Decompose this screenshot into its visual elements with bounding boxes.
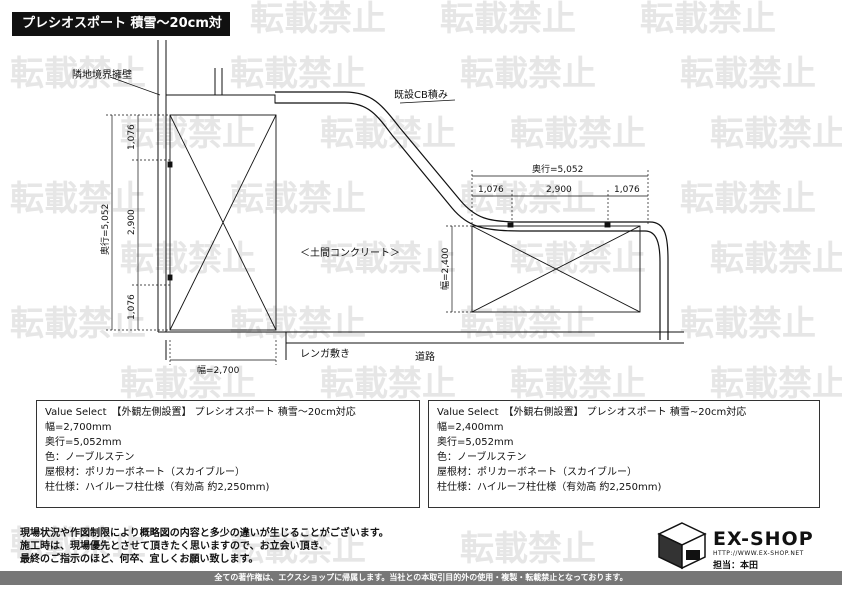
watermark-text: 転載禁止 <box>230 54 366 94</box>
watermark-text: 転載禁止 <box>120 364 256 404</box>
spec-right-line: 屋根材：ポリカーボネート（スカイブルー） <box>437 467 637 478</box>
spec-left-line: 色：ノーブルステン <box>45 452 135 463</box>
leader-boundary <box>109 76 161 96</box>
watermark-text: 転載禁止 <box>320 239 456 279</box>
spec-right-line: 奥行=5,052mm <box>437 437 514 448</box>
label-existing-cb: 既設CB積み <box>394 88 448 101</box>
leader-cb <box>399 99 456 104</box>
watermark-text: 転載禁止 <box>10 524 146 564</box>
label-concrete: ＜土間コンクリート＞ <box>300 246 400 259</box>
watermark-text: 転載禁止 <box>10 304 146 344</box>
right-depth-dim: 奥行=5,052 <box>532 163 583 175</box>
spec-right-line: 色：ノーブルステン <box>437 452 527 463</box>
brand-name: EX-SHOP <box>713 528 814 550</box>
label-brick: レンガ敷き <box>300 347 350 360</box>
road-line <box>165 331 684 360</box>
watermark-text: 転載禁止 <box>710 114 842 154</box>
watermark-text: 転載禁止 <box>510 239 646 279</box>
spec-right-line: 幅=2,400mm <box>437 422 504 433</box>
right-width-dim: 幅=2,400 <box>439 247 451 290</box>
note-line: 施工時は、現場優先とさせて頂きたく思いますので、お立会い頂き、 <box>20 541 329 552</box>
watermark-text: 転載禁止 <box>320 114 456 154</box>
left-width-dim: 幅=2,700 <box>197 364 240 376</box>
watermark-text: 転載禁止 <box>460 179 596 219</box>
spec-left-line: 柱仕様：ハイルーフ柱仕様（有効高 約2,250mm) <box>45 482 270 493</box>
left-dim-mid: 2,900 <box>127 209 137 235</box>
right-dim-2: 2,900 <box>546 185 572 195</box>
watermark-text: 転載禁止 <box>230 179 366 219</box>
watermark-text: 転載禁止 <box>680 304 816 344</box>
brand-block: EX-SHOP HTTP://WWW.EX-SHOP.NET 担当：本田 <box>655 520 830 571</box>
label-boundary-wall: 隣地境界擁壁 <box>72 68 132 81</box>
note-line: 最終のご指示のほど、何卒、宜しくお願い致します。 <box>20 554 259 565</box>
label-road: 道路 <box>415 350 435 363</box>
watermark-text: 転載禁止 <box>510 364 646 404</box>
spec-left-line: Value Select 【外観左側設置】 プレシオスポート 積雪～20cm対応 <box>45 407 356 418</box>
watermark-text: 転載禁止 <box>710 364 842 404</box>
left-depth-dim: 奥行=5,052 <box>99 204 111 255</box>
spec-right-line: 柱仕様：ハイルーフ柱仕様（有効高 約2,250mm) <box>437 482 662 493</box>
spec-left-line: 幅=2,700mm <box>45 422 112 433</box>
watermark-text: 転載禁止 <box>120 239 256 279</box>
boundary-wall <box>157 40 167 333</box>
watermark-text: 転載禁止 <box>680 179 816 219</box>
disclaimer-notes: 現場状況や作図制限により概略図の内容と多少の違いが生じることがございます。 施工… <box>20 527 389 566</box>
watermark-text: 転載禁止 <box>10 54 146 94</box>
page-title: プレシオスポート 積雪～20cm対応 <box>12 12 230 55</box>
watermark-text: 転載禁止 <box>120 114 256 154</box>
right-dimensions <box>446 170 649 313</box>
brand-url: HTTP://WWW.EX-SHOP.NET <box>713 550 804 557</box>
left-dim-top: 1,076 <box>127 124 137 150</box>
watermark-layer: 転載禁止 転載禁止 転載禁止 転載禁止 転載禁止 転載禁止 転載禁止 転載禁止 … <box>10 0 842 569</box>
watermark-text: 転載禁止 <box>710 239 842 279</box>
watermark-text: 転載禁止 <box>680 54 816 94</box>
watermark-text: 転載禁止 <box>510 114 646 154</box>
watermark-text: 転載禁止 <box>250 0 386 39</box>
spec-box-left: Value Select 【外観左側設置】 プレシオスポート 積雪～20cm対応… <box>36 400 420 508</box>
right-dim-3: 1,076 <box>614 185 640 195</box>
note-line: 現場状況や作図制限により概略図の内容と多少の違いが生じることがございます。 <box>20 528 389 539</box>
watermark-text: 転載禁止 <box>460 54 596 94</box>
watermark-text: 転載禁止 <box>10 179 146 219</box>
spec-right-line: Value Select 【外観右側設置】 プレシオスポート 積雪~20cm対応 <box>437 407 747 418</box>
watermark-text: 転載禁止 <box>230 304 366 344</box>
watermark-text: 転載禁止 <box>230 529 366 569</box>
watermark-text: 転載禁止 <box>440 0 576 39</box>
right-carport <box>471 222 641 313</box>
watermark-text: 転載禁止 <box>460 304 596 344</box>
cube-logo-icon <box>657 522 707 570</box>
spec-left-line: 屋根材：ポリカーボネート（スカイブルー） <box>45 467 245 478</box>
watermark-text: 転載禁止 <box>640 0 776 39</box>
watermark-text: 転載禁止 <box>460 529 596 569</box>
right-dim-1: 1,076 <box>478 185 504 195</box>
left-carport <box>167 114 277 331</box>
copyright-footer: 全ての著作権は、エクスショップに帰属します。当社との本取引目的外の使用・複製・転… <box>0 571 842 585</box>
spec-left-line: 奥行=5,052mm <box>45 437 122 448</box>
watermark-text: 転載禁止 <box>320 364 456 404</box>
spec-box-right: Value Select 【外観右側設置】 プレシオスポート 積雪~20cm対応… <box>428 400 820 508</box>
staff-name: 担当：本田 <box>713 561 759 571</box>
left-dimensions <box>106 114 277 365</box>
left-dim-bot: 1,076 <box>127 294 137 320</box>
